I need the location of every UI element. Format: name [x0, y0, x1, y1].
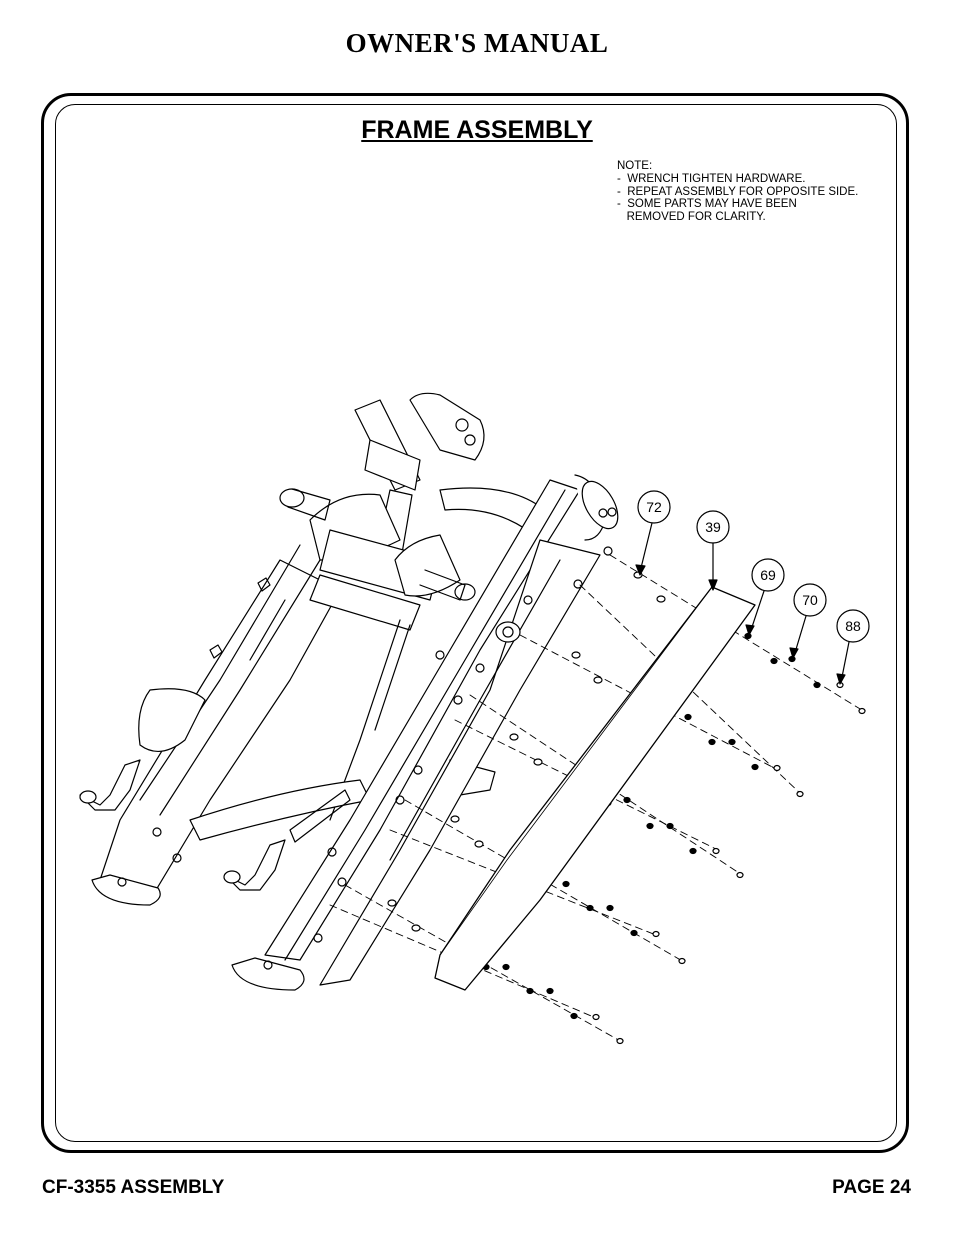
- callout-72: 72: [635, 490, 671, 576]
- callout-label-70: 70: [802, 592, 818, 608]
- callout-39: 39: [696, 510, 730, 591]
- callout-label-39: 39: [705, 519, 721, 535]
- outer-page-border: [41, 93, 909, 1153]
- manual-title: OWNER'S MANUAL: [345, 28, 609, 58]
- left-frame-rail: [79, 544, 341, 906]
- callout-69: 69: [745, 558, 785, 636]
- note-line-1: - WRENCH TIGHTEN HARDWARE.: [617, 172, 806, 185]
- callout-label-69: 69: [760, 567, 776, 583]
- center-cross-frame: [189, 392, 556, 841]
- footer-model-label: CF-3355 ASSEMBLY: [42, 1177, 225, 1198]
- inner-page-border: [55, 104, 897, 1142]
- note-line-3: - SOME PARTS MAY HAVE BEEN: [617, 198, 797, 211]
- callout-70: 70: [789, 583, 827, 659]
- footer-page-number: PAGE 24: [832, 1177, 911, 1198]
- callout-label-72: 72: [646, 499, 662, 515]
- note-line-2: - REPEAT ASSEMBLY FOR OPPOSITE SIDE.: [617, 185, 859, 198]
- right-frame-rail: [223, 474, 619, 991]
- note-line-4: REMOVED FOR CLARITY.: [617, 211, 766, 224]
- assembly-note: NOTE: - WRENCH TIGHTEN HARDWARE. - REPEA…: [617, 160, 858, 224]
- cover-plate-part-39: [434, 586, 756, 991]
- callout-label-88: 88: [845, 618, 861, 634]
- note-heading: NOTE:: [617, 160, 653, 172]
- section-title: FRAME ASSEMBLY: [361, 116, 593, 144]
- callout-88: 88: [836, 609, 870, 685]
